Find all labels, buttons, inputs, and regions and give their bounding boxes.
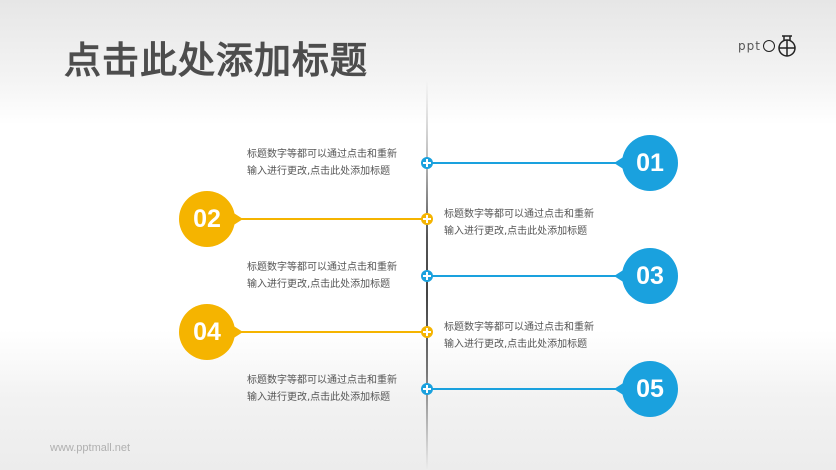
connector-line [427,388,627,390]
logo-text: ppt [738,39,761,53]
number-badge[interactable]: 03 [614,248,678,304]
page-title[interactable]: 点击此处添加标题 [64,39,368,82]
watermark: www.pptmall.net [50,442,131,454]
connector-line [228,218,427,220]
item-description[interactable]: 标题数字等都可以通过点击和重新 输入进行更改,点击此处添加标题 [444,322,594,350]
connector-line [427,162,627,164]
logo-circle-icon [762,40,775,52]
connector-line [427,275,627,277]
number-badge[interactable]: 02 [179,191,243,247]
plus-node-icon[interactable] [421,326,433,338]
brand-logo: ppt [738,34,797,58]
item-description[interactable]: 标题数字等都可以通过点击和重新 输入进行更改,点击此处添加标题 [247,262,397,290]
logo-crosshair-icon [778,35,796,57]
number-badge[interactable]: 04 [179,304,243,360]
item-description[interactable]: 标题数字等都可以通过点击和重新 输入进行更改,点击此处添加标题 [247,375,397,403]
number-badge[interactable]: 01 [614,135,678,191]
item-description[interactable]: 标题数字等都可以通过点击和重新 输入进行更改,点击此处添加标题 [444,209,594,237]
item-description[interactable]: 标题数字等都可以通过点击和重新 输入进行更改,点击此处添加标题 [247,149,397,177]
plus-node-icon[interactable] [421,270,433,282]
plus-node-icon[interactable] [421,157,433,169]
connector-line [228,331,427,333]
plus-node-icon[interactable] [421,383,433,395]
number-badge[interactable]: 05 [614,361,678,417]
plus-node-icon[interactable] [421,213,433,225]
